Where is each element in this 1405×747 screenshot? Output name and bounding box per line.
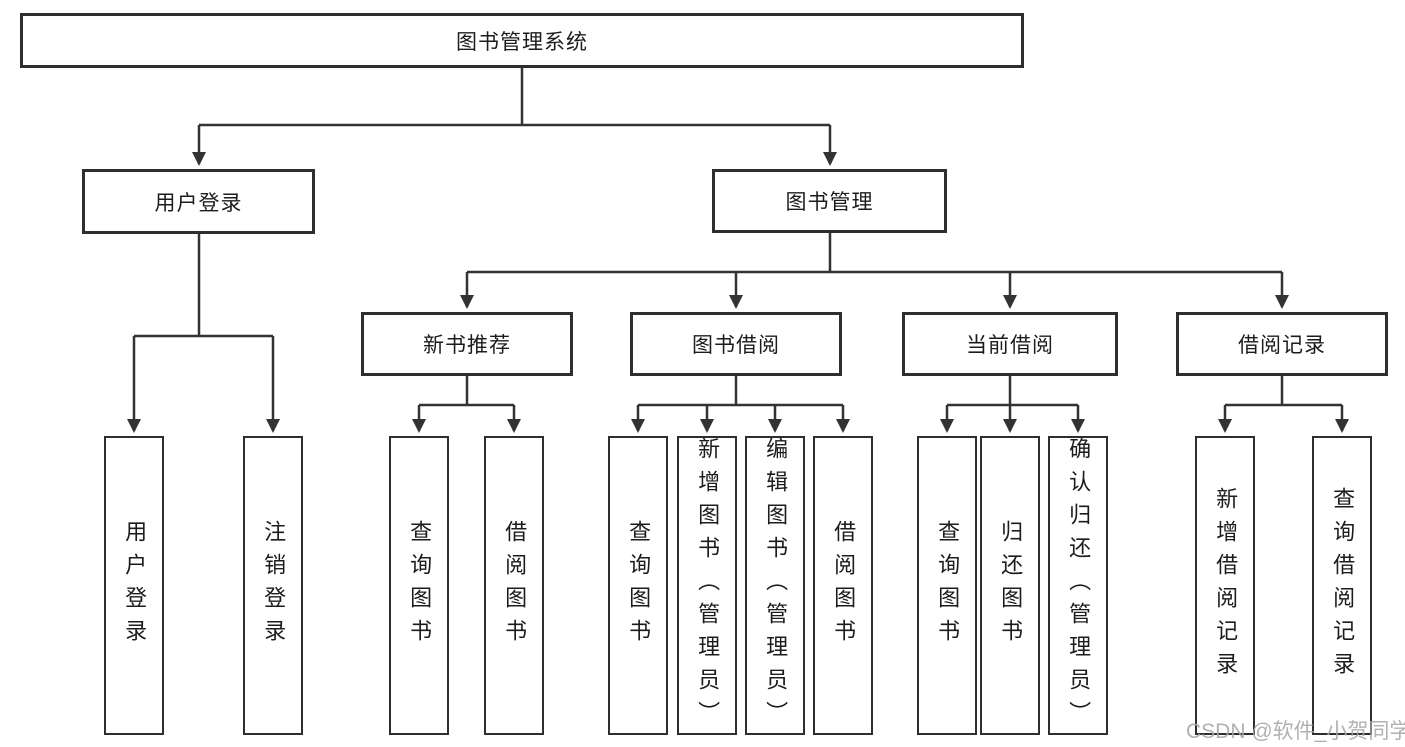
leaf-label: 借阅图书 bbox=[831, 519, 857, 652]
node-new-book-recommend: 新书推荐 bbox=[361, 312, 573, 376]
node-current-borrow: 当前借阅 bbox=[902, 312, 1118, 376]
leaf-label: 查询图书 bbox=[935, 519, 961, 652]
node-label: 用户登录 bbox=[154, 191, 243, 215]
node-label: 图书管理 bbox=[785, 191, 874, 214]
leaf-confirm-return-admin: 确认归还（管理员） bbox=[1048, 436, 1108, 735]
node-user-login-module: 用户登录 bbox=[82, 169, 315, 234]
node-book-borrow: 图书借阅 bbox=[630, 312, 842, 376]
leaf-label: 查询借阅记录 bbox=[1330, 486, 1356, 685]
leaf-label: 确认归还（管理员） bbox=[1066, 437, 1092, 734]
node-borrow-records: 借阅记录 bbox=[1176, 312, 1388, 376]
leaf-logout: 注销登录 bbox=[243, 436, 303, 735]
leaf-borrow-books: 借阅图书 bbox=[484, 436, 544, 735]
leaf-label: 新增借阅记录 bbox=[1213, 486, 1239, 685]
leaf-label: 用户登录 bbox=[122, 519, 148, 652]
leaf-label: 注销登录 bbox=[261, 519, 287, 652]
leaf-borrow-books: 借阅图书 bbox=[813, 436, 873, 735]
leaf-label: 新增图书（管理员） bbox=[695, 437, 721, 734]
node-label: 新书推荐 bbox=[423, 334, 511, 357]
leaf-user-login: 用户登录 bbox=[104, 436, 164, 735]
leaf-label: 借阅图书 bbox=[502, 519, 528, 652]
node-label: 图书借阅 bbox=[692, 334, 780, 357]
leaf-label: 编辑图书（管理员） bbox=[763, 437, 789, 734]
node-book-management-module: 图书管理 bbox=[712, 169, 947, 233]
leaf-query-books: 查询图书 bbox=[608, 436, 668, 735]
leaf-label: 查询图书 bbox=[407, 519, 433, 652]
node-root-label: 图书管理系统 bbox=[456, 30, 588, 54]
leaf-query-books: 查询图书 bbox=[389, 436, 449, 735]
node-label: 借阅记录 bbox=[1238, 334, 1326, 357]
leaf-add-book-admin: 新增图书（管理员） bbox=[677, 436, 737, 735]
leaf-edit-book-admin: 编辑图书（管理员） bbox=[745, 436, 805, 735]
leaf-add-borrow-record: 新增借阅记录 bbox=[1195, 436, 1255, 735]
leaf-query-books: 查询图书 bbox=[917, 436, 977, 735]
leaf-query-borrow-record: 查询借阅记录 bbox=[1312, 436, 1372, 735]
node-label: 当前借阅 bbox=[966, 334, 1054, 357]
leaf-return-books: 归还图书 bbox=[980, 436, 1040, 735]
csdn-watermark: CSDN @软件_小贺同学 bbox=[1186, 720, 1405, 743]
node-root-system: 图书管理系统 bbox=[20, 13, 1024, 68]
leaf-label: 查询图书 bbox=[626, 519, 652, 652]
leaf-label: 归还图书 bbox=[998, 519, 1024, 652]
